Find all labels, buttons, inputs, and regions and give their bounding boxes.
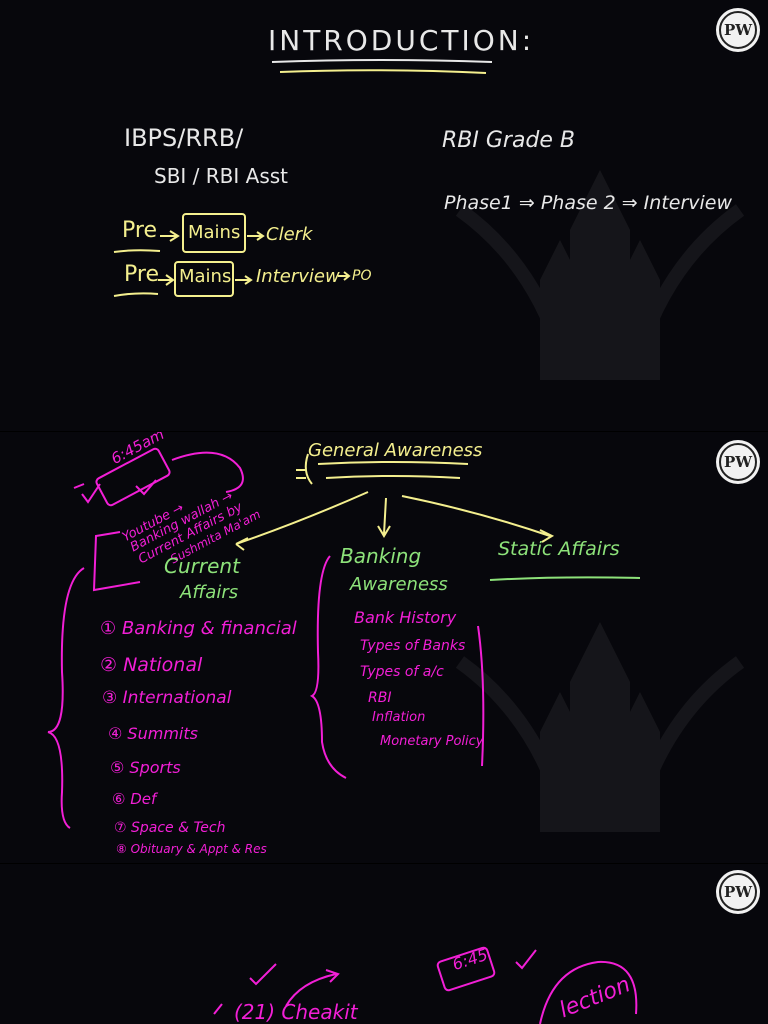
pw-logo: PW	[716, 870, 760, 914]
banking-awareness-line2: Awareness	[350, 574, 448, 595]
banking-awareness-line1: Banking	[340, 544, 422, 568]
pw-logo: PW	[716, 8, 760, 52]
banking-item-4: RBI	[368, 690, 392, 706]
rbi-grade-b-title: RBI Grade B	[442, 128, 576, 153]
current-affairs-item-6: ⑥ Def	[112, 790, 157, 808]
slide-general-awareness: PW 6:45am Youtube → Banking wallah → Cur…	[0, 432, 768, 864]
flow2-pre: Pre	[124, 262, 159, 287]
banking-item-2: Types of Banks	[360, 638, 466, 654]
slide3-ink-strokes	[213, 946, 638, 1024]
current-affairs-item-3: ③ International	[102, 688, 232, 708]
banking-item-1: Bank History	[354, 608, 457, 627]
rbi-phase-flow: Phase1 ⇒ Phase 2 ⇒ Interview	[444, 192, 733, 214]
static-affairs-branch: Static Affairs	[498, 538, 620, 560]
flow1-clerk: Clerk	[266, 224, 313, 245]
page-title: INTRODUCTION:	[268, 24, 535, 57]
flow1-mains: Mains	[188, 222, 241, 243]
slide-introduction: PW INTRODUCTION: IBPS/RRB/ SBI / RBI Ass…	[0, 0, 768, 432]
banking-item-5: Inflation	[372, 710, 426, 725]
current-affairs-item-1: ① Banking & financial	[100, 618, 297, 639]
banking-item-6: Monetary Policy	[380, 734, 484, 749]
pw-logo-text: PW	[724, 883, 753, 901]
background-rocket-watermark	[440, 150, 760, 390]
current-affairs-line1: Current	[164, 554, 240, 578]
pw-logo-text: PW	[724, 453, 753, 471]
current-affairs-item-5: ⑤ Sports	[110, 758, 181, 777]
pw-logo-text: PW	[724, 21, 753, 39]
current-affairs-item-8: ⑧ Obituary & Appt & Res	[116, 842, 267, 856]
current-affairs-item-4: ④ Summits	[108, 724, 198, 743]
current-affairs-item-2: ② National	[100, 654, 203, 676]
exam-line-1: IBPS/RRB/	[124, 124, 244, 152]
background-rocket-watermark	[440, 602, 760, 842]
current-affairs-line2: Affairs	[180, 582, 239, 603]
item-21-label: (21) Cheakit	[234, 1000, 358, 1024]
flow2-po: PO	[352, 268, 372, 284]
general-awareness-heading: General Awareness	[308, 440, 483, 461]
pw-logo: PW	[716, 440, 760, 484]
exam-line-2: SBI / RBI Asst	[154, 164, 289, 188]
current-affairs-item-7: ⑦ Space & Tech	[114, 820, 226, 836]
banking-item-3: Types of a/c	[360, 664, 444, 680]
partial-word: lection	[556, 972, 634, 1024]
flow2-interview: Interview	[256, 266, 340, 287]
time-badge: 6:45am	[108, 432, 168, 468]
flow2-mains: Mains	[179, 266, 232, 287]
flow1-pre: Pre	[122, 218, 157, 243]
time-badge: 6:45	[450, 944, 491, 975]
slide-partial-next: PW 6:45 (21) Cheakit lection	[0, 864, 768, 1024]
